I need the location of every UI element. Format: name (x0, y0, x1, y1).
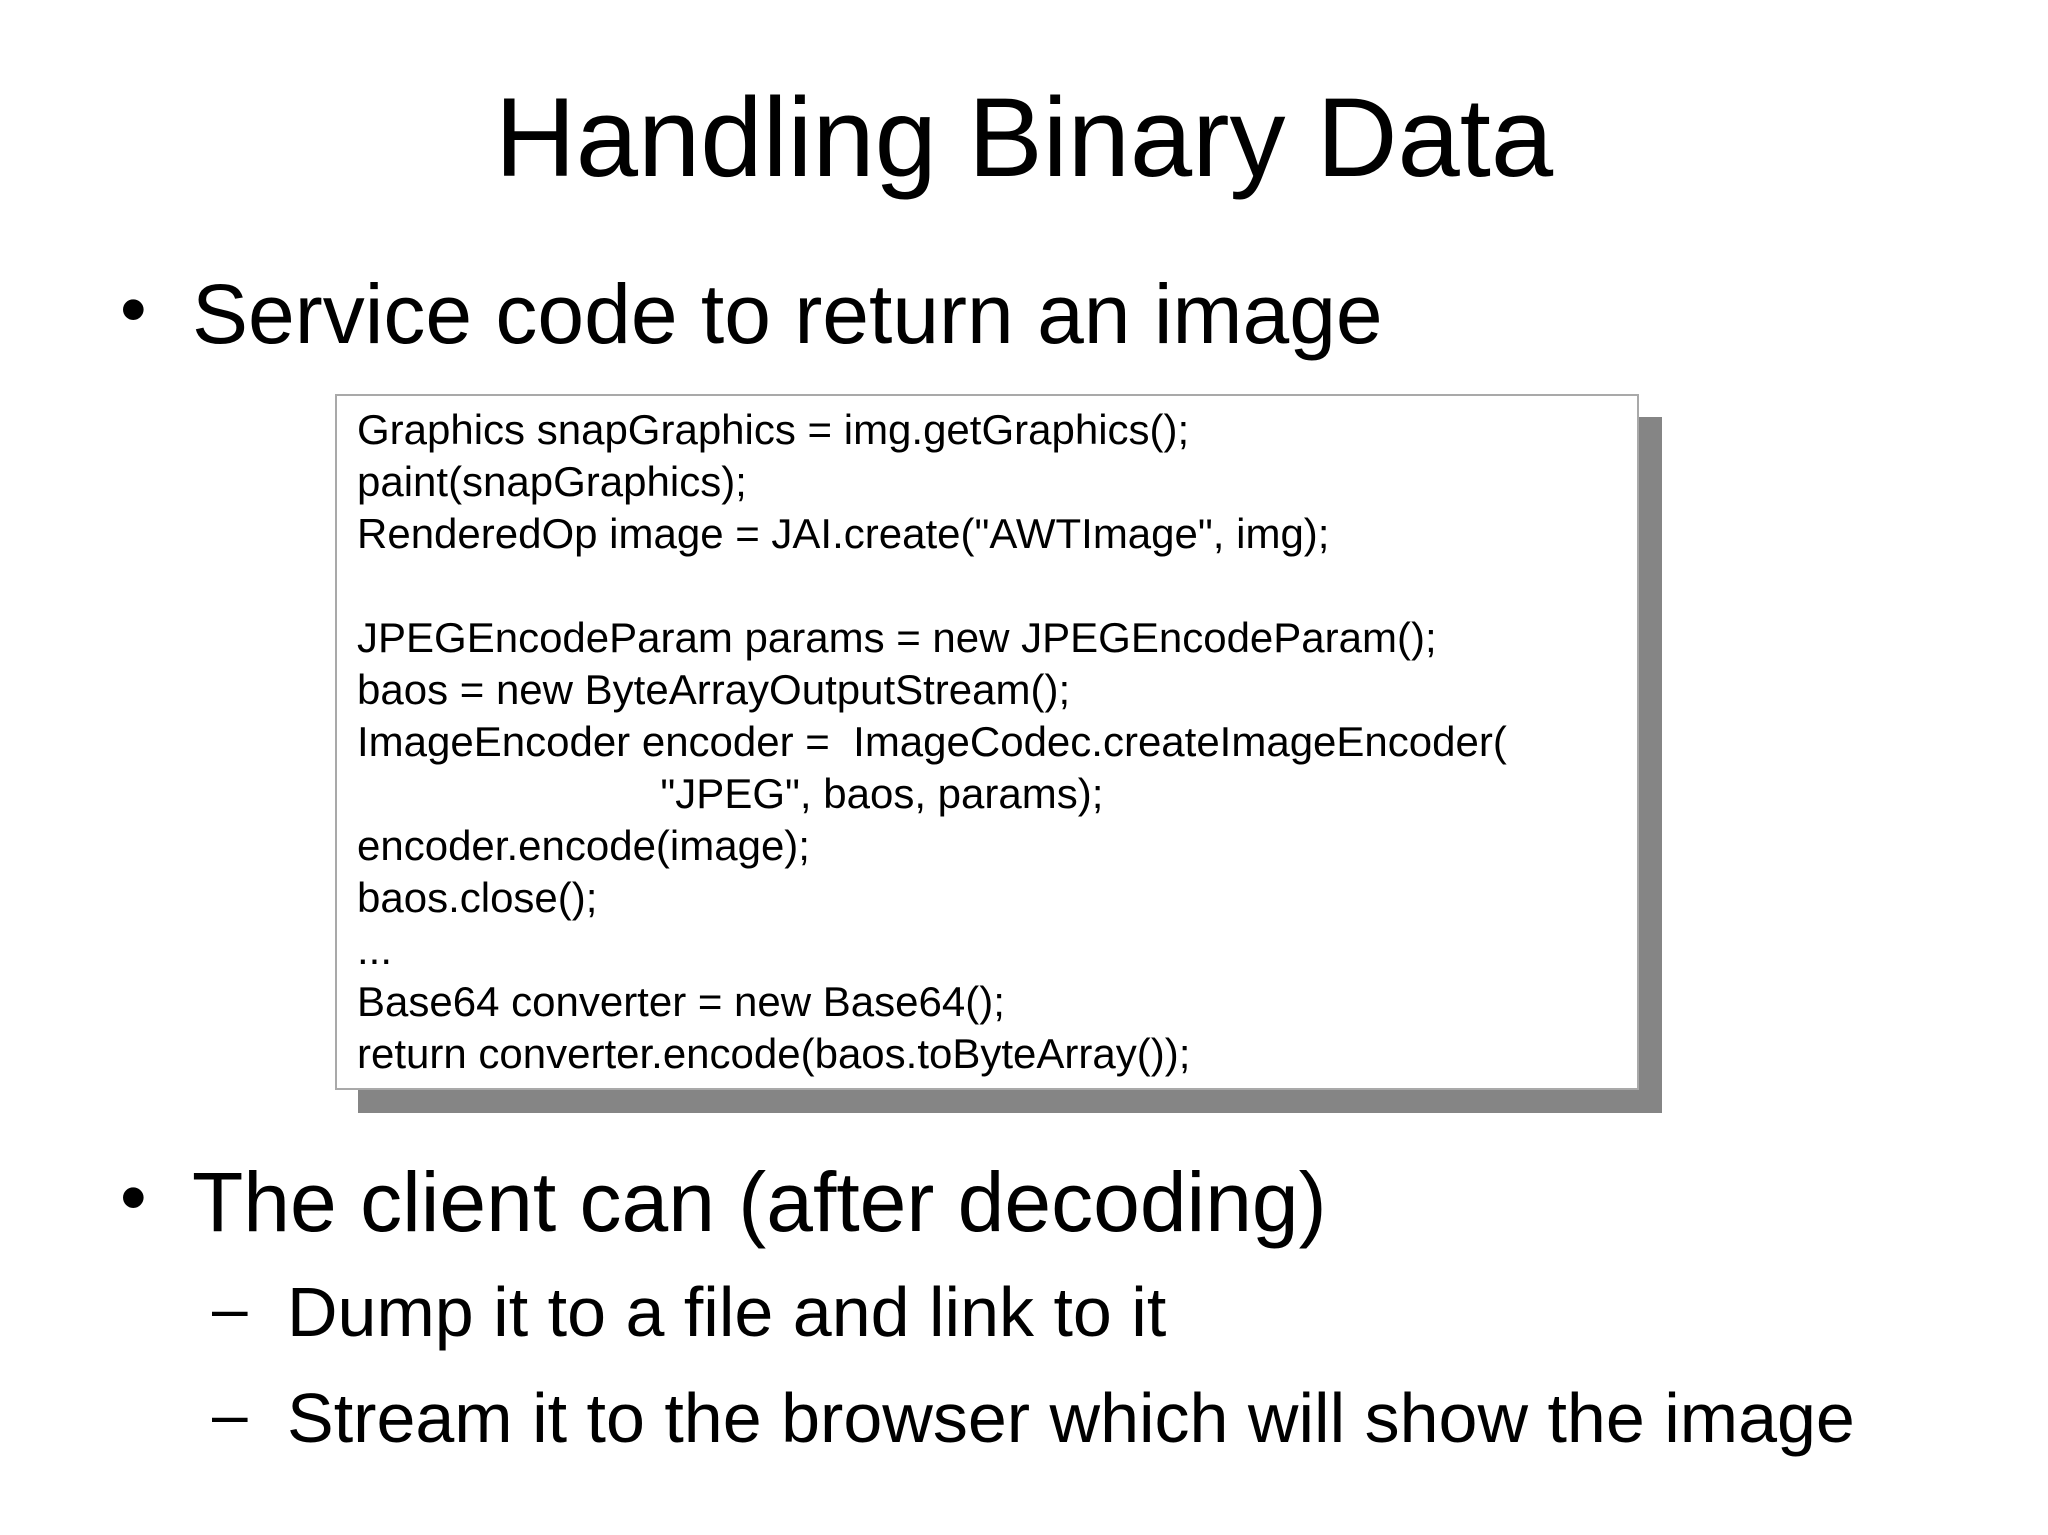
bullet-client-can: • The client can (after decoding) (120, 1154, 1327, 1251)
code-block: Graphics snapGraphics = img.getGraphics(… (335, 394, 1639, 1090)
code-line (357, 560, 1617, 612)
bullet-dash-icon: – (212, 1272, 248, 1344)
bullet-dash-icon: – (212, 1378, 248, 1450)
code-line: return converter.encode(baos.toByteArray… (357, 1030, 1191, 1077)
bullet-service-code-label: Service code to return an image (192, 267, 1383, 361)
slide-title: Handling Binary Data (494, 75, 1554, 200)
bullet-dot-icon: • (120, 267, 147, 352)
subbullet-dump-file-label: Dump it to a file and link to it (287, 1273, 1167, 1351)
code-line: Graphics snapGraphics = img.getGraphics(… (357, 406, 1190, 453)
bullet-client-can-label: The client can (after decoding) (192, 1155, 1327, 1249)
code-line: RenderedOp image = JAI.create("AWTImage"… (357, 510, 1330, 557)
bullet-service-code: • Service code to return an image (120, 266, 1383, 363)
code-line: ... (357, 926, 393, 973)
code-line: baos = new ByteArrayOutputStream(); (357, 666, 1071, 713)
code-line: JPEGEncodeParam params = new JPEGEncodeP… (357, 614, 1437, 661)
subbullet-stream-browser-label: Stream it to the browser which will show… (287, 1379, 1855, 1457)
code-line: paint(snapGraphics); (357, 458, 747, 505)
subbullet-dump-file: – Dump it to a file and link to it (212, 1272, 1166, 1353)
code-line: ImageEncoder encoder = ImageCodec.create… (357, 718, 1507, 765)
code-line: Base64 converter = new Base64(); (357, 978, 1005, 1025)
subbullet-stream-browser: – Stream it to the browser which will sh… (212, 1378, 1855, 1459)
code-line: baos.close(); (357, 874, 598, 921)
bullet-dot-icon: • (120, 1155, 147, 1240)
code-line: "JPEG", baos, params); (357, 770, 1104, 817)
code-line: encoder.encode(image); (357, 822, 810, 869)
